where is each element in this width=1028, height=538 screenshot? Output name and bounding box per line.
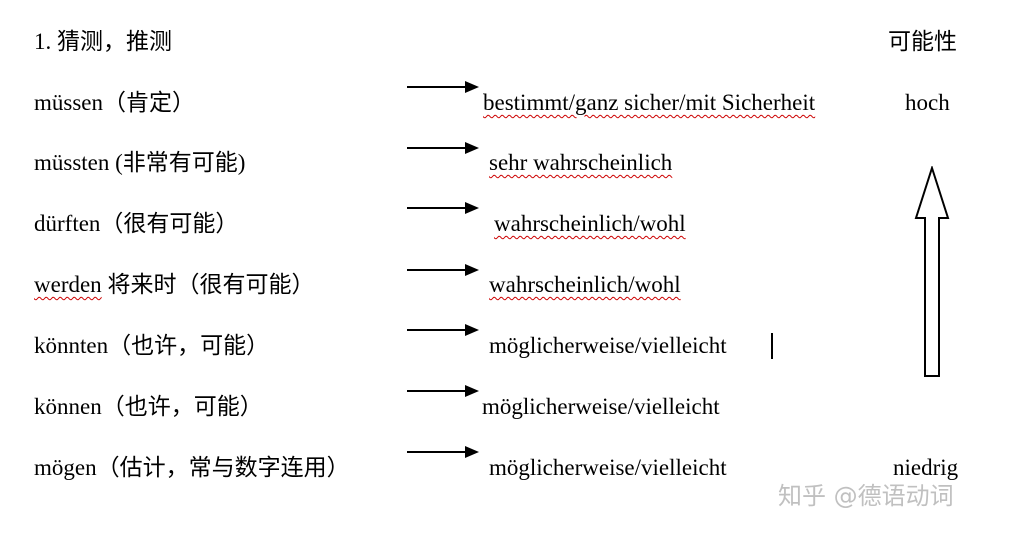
right-arrow-icon: [407, 385, 479, 397]
verb-label: dürften: [34, 211, 101, 236]
verb-note: (非常有可能): [109, 150, 246, 175]
verb-row-moegen: mögen（估计，常与数字连用）: [34, 453, 350, 483]
right-arrow-icon: [407, 81, 479, 93]
verb-note: （很有可能）: [100, 211, 239, 236]
verb-note: 将来时（很有可能）: [101, 272, 315, 297]
verb-row-duerften: dürften（很有可能）: [34, 209, 238, 239]
meaning-text: möglicherweise/vielleicht: [489, 331, 727, 361]
text-cursor: [771, 333, 773, 359]
up-arrow-icon: [914, 166, 950, 377]
scale-low-label: niedrig: [893, 455, 959, 480]
meaning-text: wahrscheinlich/wohl: [489, 270, 681, 300]
verb-row-muessten: müssten (非常有可能): [34, 148, 245, 178]
verb-note: （也许，可能）: [108, 333, 270, 358]
verb-row-koennten: könnten（也许，可能）: [34, 331, 269, 361]
meaning-label: wahrscheinlich/wohl: [489, 272, 681, 297]
meaning-label: möglicherweise/vielleicht: [489, 455, 727, 480]
meaning-label: möglicherweise/vielleicht: [482, 394, 720, 419]
meaning-label: wahrscheinlich/wohl: [494, 211, 686, 236]
meaning-label: bestimmt/ganz sicher/mit Sicherheit: [483, 90, 816, 115]
meaning-text: wahrscheinlich/wohl: [494, 209, 686, 239]
verb-note: （也许，可能）: [101, 394, 263, 419]
verb-row-muessen: müssen（肯定）: [34, 88, 195, 118]
verb-row-koennen: können（也许，可能）: [34, 392, 263, 422]
watermark: 知乎 @德语动词: [778, 482, 954, 510]
verb-label: müssten: [34, 150, 110, 175]
verb-label: könnten: [34, 333, 109, 358]
meaning-text: möglicherweise/vielleicht: [489, 453, 727, 483]
right-arrow-icon: [407, 202, 479, 214]
verb-note: （估计，常与数字连用）: [96, 455, 350, 480]
meaning-text: sehr wahrscheinlich: [489, 148, 672, 178]
verb-row-werden: werden 将来时（很有可能）: [34, 270, 314, 300]
section-heading: 1. 猜测，推测: [34, 29, 172, 54]
meaning-label: möglicherweise/vielleicht: [489, 333, 727, 358]
meaning-label: sehr wahrscheinlich: [489, 150, 673, 175]
verb-label: müssen: [34, 90, 103, 115]
verb-label: werden: [34, 272, 102, 297]
right-arrow-icon: [407, 324, 479, 336]
meaning-text: möglicherweise/vielleicht: [482, 392, 720, 422]
verb-label: können: [34, 394, 102, 419]
verb-note: （肯定）: [103, 90, 195, 115]
scale-high-label: hoch: [905, 90, 950, 115]
verb-label: mögen: [34, 455, 97, 480]
right-arrow-icon: [407, 142, 479, 154]
right-arrow-icon: [407, 446, 479, 458]
likelihood-column-header: 可能性: [888, 29, 957, 54]
meaning-text: bestimmt/ganz sicher/mit Sicherheit: [483, 88, 815, 118]
right-arrow-icon: [407, 264, 479, 276]
